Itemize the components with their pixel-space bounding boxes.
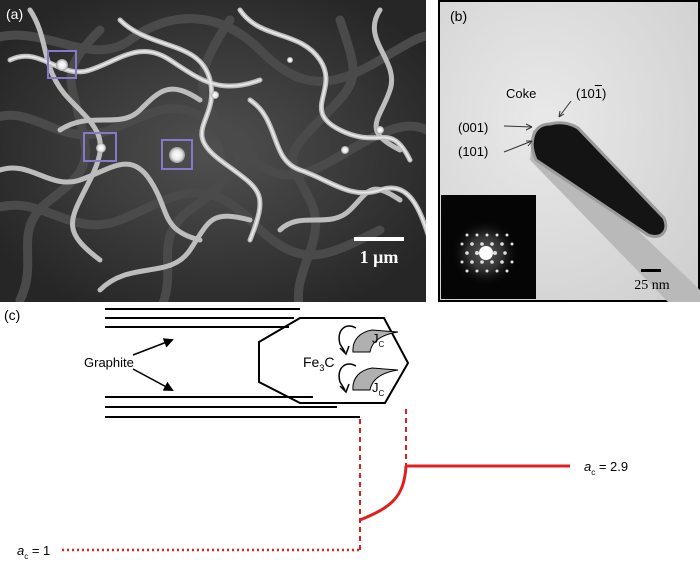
panel-b-label: (b)	[450, 8, 468, 24]
jc-label-bottom: JC	[372, 380, 385, 398]
panel-c-label: (c)	[4, 307, 20, 323]
growth-schematic: (c) Graphite Fe3C JC JC ac = 2.9 ac = 1	[0, 302, 700, 567]
schematic-svg: (c) Graphite Fe3C JC JC ac = 2.9 ac = 1	[4, 307, 628, 561]
fe3c-label: Fe3C	[303, 354, 334, 373]
coke-label: Coke	[506, 86, 537, 101]
diffraction-pattern	[451, 219, 519, 287]
sem-image-panel: (a)	[0, 0, 426, 302]
panel-a-label: (a)	[6, 6, 24, 22]
scale-bar-b	[641, 269, 661, 272]
fe3c-hexagon	[258, 317, 410, 404]
diffraction-inset	[441, 195, 536, 299]
graphite-pointers	[132, 338, 174, 391]
nanotube-fibers	[0, 7, 426, 302]
fe3c-particle	[530, 121, 668, 238]
plane-001-label: (001)	[458, 120, 489, 135]
jc-label-top: JC	[372, 331, 385, 349]
plane-101-label: (101)	[458, 144, 489, 159]
carbon-flux-arrows	[338, 325, 399, 394]
highlight-boxes	[47, 50, 193, 170]
scale-text-b: 25 nm	[634, 278, 670, 293]
ac-high-label: ac = 2.9	[584, 459, 628, 477]
ac-low-label: ac = 1	[17, 543, 50, 561]
scale-text-a: 1 μm	[359, 247, 399, 267]
facet-arrows	[503, 100, 572, 153]
plane-101bar-label: (101)	[576, 86, 607, 101]
activity-profile	[62, 409, 570, 552]
scale-bar-a	[354, 237, 404, 241]
sem-image	[0, 0, 426, 302]
catalyst-particles	[56, 57, 384, 163]
graphite-label: Graphite	[84, 355, 134, 370]
graphite-layers	[105, 308, 360, 418]
